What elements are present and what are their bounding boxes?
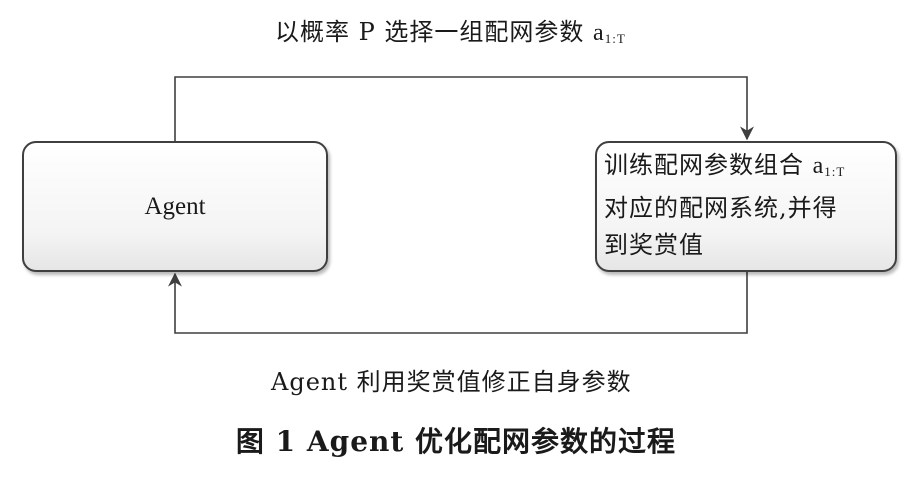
training-node-line-3: 到奖赏值 (604, 231, 704, 259)
edge-top-label-text: 以概率 P 选择一组配网参数 (275, 18, 585, 46)
agent-node-label: Agent (144, 192, 206, 220)
training-node-line-1-text: 训练配网参数组合 (604, 151, 804, 179)
edge-top-label: 以概率 P 选择一组配网参数 a1:T (275, 12, 626, 47)
edge-bottom-connector (168, 272, 748, 334)
edge-top-subscript: 1:T (604, 31, 626, 46)
edge-top-symbol: a (593, 20, 605, 46)
training-node-symbol: a (812, 153, 825, 179)
training-node-line-1: 训练配网参数组合 a1:T (604, 147, 889, 190)
figure-caption: 图 1 Agent 优化配网参数的过程 (235, 425, 677, 458)
training-node-subscript: 1:T (824, 164, 846, 179)
edge-bottom-label: Agent 利用奖赏值修正自身参数 (271, 368, 632, 396)
training-node: 训练配网参数组合 a1:T 对应的配网系统,并得 到奖赏值 (595, 141, 897, 272)
edge-top-connector (174, 76, 754, 141)
training-node-line-2: 对应的配网系统,并得 (604, 194, 838, 222)
agent-node: Agent (22, 141, 328, 272)
